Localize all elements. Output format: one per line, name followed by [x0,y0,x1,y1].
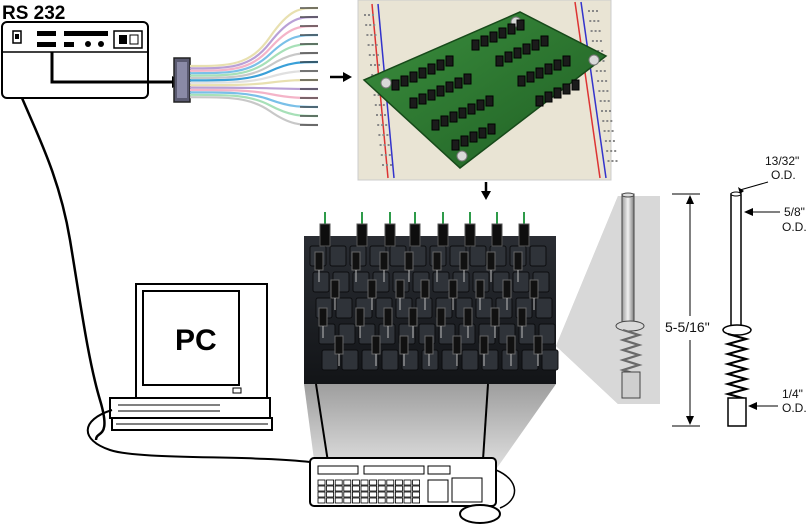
pointer-arrow-icon [744,208,753,216]
projection-shade [304,384,556,475]
bottom-od-unit: O.D. [782,401,807,415]
plunger-photo [615,192,645,399]
pc-tower-case [109,397,271,419]
pointer-arrow-icon [738,187,744,194]
pc-label: PC [175,324,217,357]
plunger-dimension-drawing: 5-5/16" 13/32" O.D. 5/8" O.D. 1/4" O.D. [665,154,807,427]
arrow-down-icon [481,191,491,200]
port-to-cable-connector-line [50,52,172,84]
keyboard-drawing [309,457,516,524]
pointer-arrow-icon [748,402,757,410]
mouse-icon [459,504,501,524]
dim-arrow-up-icon [686,195,694,204]
serial-cable [20,97,106,441]
mid-od-size: 5/8" [784,205,805,219]
top-od-size: 13/32" [765,154,799,168]
arrow-right-icon [343,72,352,82]
length-dimension-label: 5-5/16" [665,319,710,335]
relay-pcb-photo [357,0,618,181]
pc-monitor-screen [142,290,240,386]
arrow-pcb-to-keyboard [481,182,491,200]
pc-computer: PC [86,283,311,463]
rs232-label: RS 232 [2,3,65,24]
monitor-power-led-icon [232,387,242,394]
ribbon-cable [173,6,319,127]
keyboard-with-plungers-photo [304,212,559,384]
top-od-unit: O.D. [771,168,796,182]
mid-od-unit: O.D. [782,220,807,234]
bottom-od-size: 1/4" [782,387,803,401]
arrow-cable-to-pcb [330,72,352,82]
dim-arrow-down-icon [686,416,694,425]
rs232-device: RS 232 [1,3,182,99]
